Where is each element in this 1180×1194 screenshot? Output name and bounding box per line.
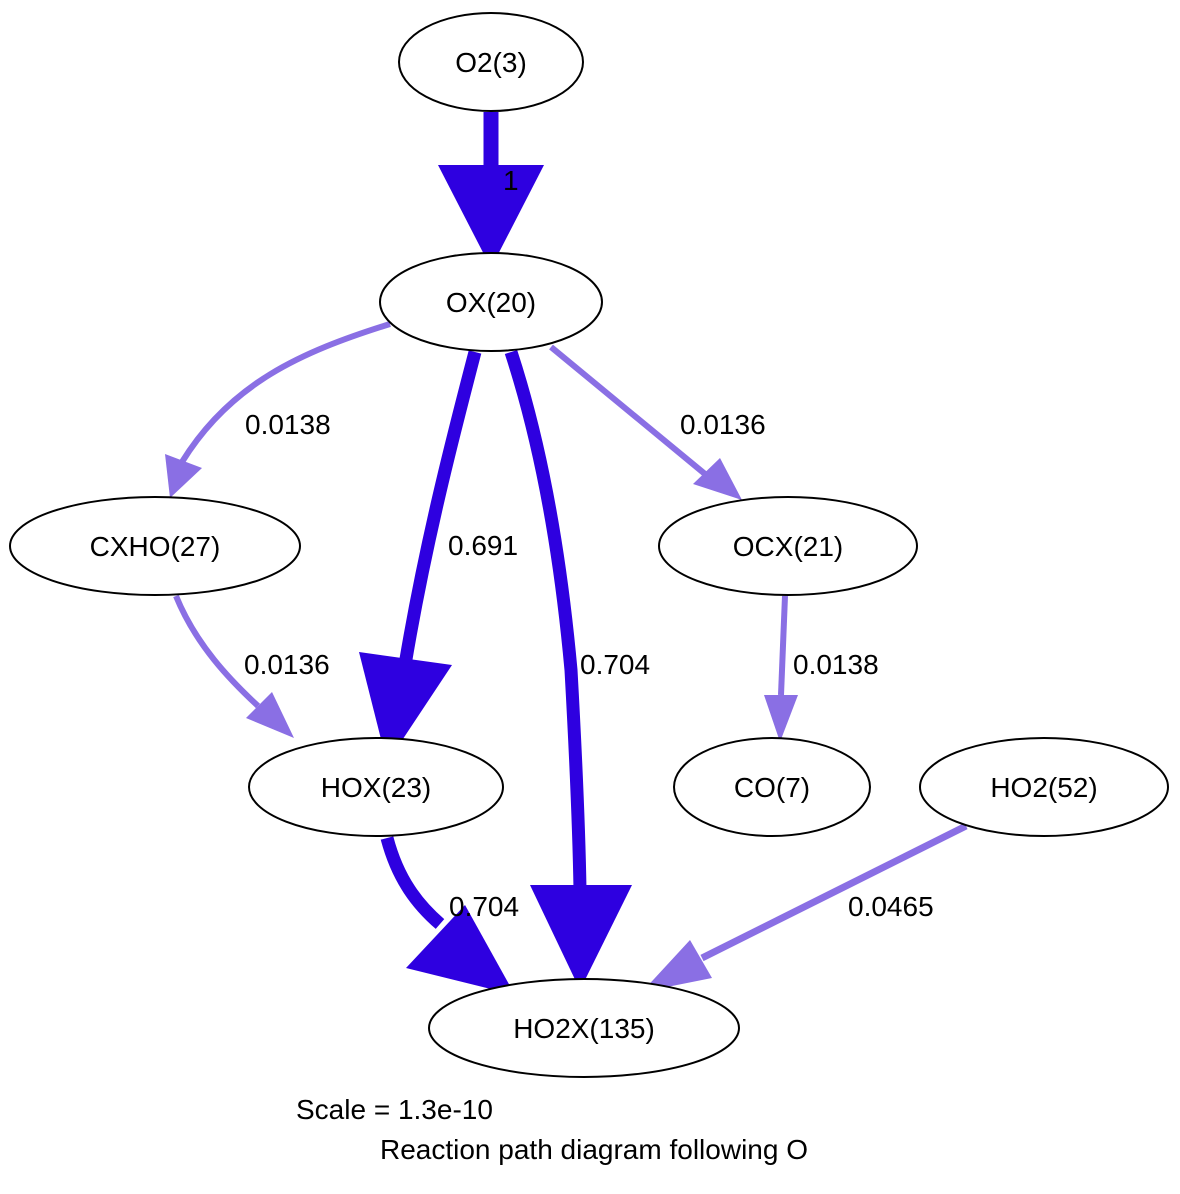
edge-ocx-to-co — [764, 595, 798, 742]
edge-label-ox-to-ocx: 0.0136 — [680, 409, 766, 440]
node-co: CO(7) — [673, 737, 871, 837]
edge-label-ox-to-ho2x: 0.704 — [580, 649, 650, 680]
node-label-hox: HOX(23) — [321, 772, 431, 803]
scale-caption: Scale = 1.3e-10 — [296, 1094, 493, 1125]
diagram-caption: Reaction path diagram following O — [380, 1134, 808, 1165]
node-label-co: CO(7) — [734, 772, 810, 803]
edge-o2-to-ox — [438, 112, 544, 268]
edge-label-ocx-to-co: 0.0138 — [793, 649, 879, 680]
node-o2: O2(3) — [398, 12, 584, 112]
edge-label-hox-to-ho2x: 0.704 — [449, 891, 519, 922]
edge-label-ho2-to-ho2x: 0.0465 — [848, 891, 934, 922]
node-ho2: HO2(52) — [919, 737, 1169, 837]
node-label-ho2x: HO2X(135) — [513, 1013, 655, 1044]
node-ocx: OCX(21) — [658, 496, 918, 596]
edge-label-ox-to-cxho: 0.0138 — [245, 409, 331, 440]
node-cxho: CXHO(27) — [9, 496, 301, 596]
edge-ox-to-cxho — [165, 321, 391, 498]
node-label-ox: OX(20) — [446, 287, 536, 318]
edge-cxho-to-hox — [173, 594, 294, 738]
edge-ox-to-ocx — [549, 344, 742, 500]
edge-ox-to-hox — [359, 350, 482, 763]
node-label-cxho: CXHO(27) — [90, 531, 221, 562]
edge-hox-to-ho2x — [380, 836, 515, 995]
edge-label-o2-to-ox: 1 — [503, 165, 519, 196]
node-ho2x: HO2X(135) — [428, 978, 740, 1078]
edge-label-ox-to-hox: 0.691 — [448, 530, 518, 561]
node-label-o2: O2(3) — [455, 47, 527, 78]
node-label-ho2: HO2(52) — [990, 772, 1097, 803]
edge-ox-to-ho2x — [504, 349, 632, 990]
node-ox: OX(20) — [379, 252, 603, 352]
edge-label-cxho-to-hox: 0.0136 — [244, 649, 330, 680]
node-label-ocx: OCX(21) — [733, 531, 843, 562]
node-hox: HOX(23) — [248, 737, 504, 837]
edge-ho2-to-ho2x — [642, 822, 968, 992]
